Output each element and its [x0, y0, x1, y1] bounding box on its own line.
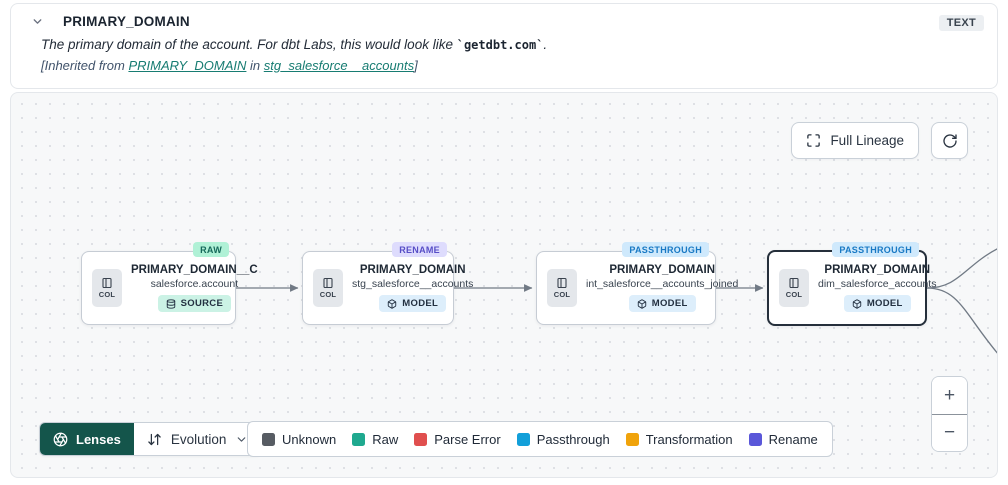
resource-type-badge: SOURCE	[157, 295, 232, 312]
node-body: COL PRIMARY_DOMAIN dim_salesforce_accoun…	[769, 252, 936, 324]
legend-item-parse-error: Parse Error	[414, 431, 501, 447]
inherited-middle: in	[246, 58, 264, 73]
legend-label: Parse Error	[434, 431, 501, 447]
lineage-node-int-salesforce-accounts-joined[interactable]: PASSTHROUGH COL PRIMARY_DOMAIN int_sales…	[536, 242, 738, 325]
evolution-badge-passthrough: PASSTHROUGH	[622, 242, 709, 257]
lineage-node-stg-salesforce-accounts[interactable]: RENAME COL PRIMARY_DOMAIN stg_salesforce…	[302, 242, 473, 325]
column-type-chip: COL	[779, 269, 809, 307]
node-column-name: PRIMARY_DOMAIN	[609, 264, 715, 276]
lineage-canvas[interactable]: Full Lineage RAW COL PRIMARY_DOMAIN__C s…	[10, 92, 998, 478]
lenses-label: Lenses	[76, 431, 121, 447]
node-column-name: PRIMARY_DOMAIN__C	[131, 264, 258, 276]
node-model-name: dim_salesforce_accounts	[818, 278, 937, 290]
legend-swatch	[625, 432, 639, 446]
resource-type-badge: MODEL	[843, 295, 911, 312]
evolution-legend: Unknown Raw Parse Error Passthrough Tran…	[247, 421, 833, 457]
columns-icon	[102, 277, 112, 289]
legend-label: Rename	[768, 431, 818, 447]
legend-swatch	[352, 432, 366, 446]
lenses-button[interactable]: Lenses	[40, 423, 134, 455]
full-lineage-label: Full Lineage	[830, 133, 904, 148]
col-label: COL	[553, 290, 571, 299]
model-cube-icon	[388, 298, 397, 309]
node-model-name: stg_salesforce__accounts	[352, 278, 474, 290]
resource-label: SOURCE	[180, 298, 224, 309]
legend-swatch	[262, 432, 275, 446]
node-column-name: PRIMARY_DOMAIN	[824, 264, 931, 276]
zoom-out-button[interactable]: −	[932, 414, 967, 451]
collapse-chevron-icon[interactable]	[31, 15, 44, 28]
legend-label: Unknown	[282, 431, 337, 447]
legend-swatch	[516, 432, 530, 446]
page-title: PRIMARY_DOMAIN	[63, 14, 190, 29]
panel-header-row: PRIMARY_DOMAIN TEXT	[31, 14, 984, 31]
zoom-in-button[interactable]: +	[932, 377, 967, 414]
inherited-from-line: [Inherited from PRIMARY_DOMAIN in stg_sa…	[41, 58, 981, 73]
inherited-model-link[interactable]: stg_salesforce__accounts	[263, 58, 415, 73]
node-model-name: salesforce.account	[150, 278, 239, 290]
expand-icon	[807, 134, 821, 147]
node-content: PRIMARY_DOMAIN dim_salesforce_accounts M…	[818, 264, 936, 312]
legend-item-transformation: Transformation	[625, 431, 733, 447]
description-text: The primary domain of the account. For d…	[41, 37, 457, 52]
legend-label: Transformation	[645, 431, 733, 447]
legend-item-unknown: Unknown	[262, 432, 336, 447]
evolution-badge-passthrough: PASSTHROUGH	[832, 242, 919, 257]
columns-icon	[557, 277, 567, 289]
chevron-down-icon	[238, 436, 246, 442]
description-code: `getdbt.com`	[456, 38, 544, 52]
lens-selected-label: Evolution	[170, 431, 227, 447]
lenses-control: Lenses Evolution	[39, 422, 263, 456]
legend-swatch	[748, 432, 762, 446]
node-content: PRIMARY_DOMAIN__C salesforce.account SOU…	[131, 264, 258, 312]
node-model-name: int_salesforce__accounts_joined	[586, 278, 739, 290]
description-suffix: .	[543, 37, 548, 52]
legend-label: Passthrough	[536, 431, 610, 447]
resource-label: MODEL	[651, 298, 688, 309]
evolution-arrows-icon	[148, 433, 161, 445]
legend-item-rename: Rename	[748, 431, 818, 447]
inherited-suffix: ]	[414, 58, 418, 73]
resource-type-badge: MODEL	[628, 295, 696, 312]
col-label: COL	[785, 290, 803, 299]
node-body: COL PRIMARY_DOMAIN int_salesforce__accou…	[537, 252, 738, 324]
columns-icon	[323, 277, 333, 289]
lineage-node-salesforce-account[interactable]: RAW COL PRIMARY_DOMAIN__C salesforce.acc…	[81, 242, 258, 325]
column-description: The primary domain of the account. For d…	[41, 37, 981, 52]
model-cube-icon	[852, 298, 862, 309]
legend-swatch	[414, 432, 428, 446]
resource-type-badge: MODEL	[379, 295, 447, 312]
aperture-icon	[53, 432, 68, 446]
resource-label: MODEL	[866, 298, 903, 309]
resource-label: MODEL	[402, 298, 439, 309]
column-type-chip: COL	[92, 269, 122, 307]
node-body: COL PRIMARY_DOMAIN stg_salesforce__accou…	[303, 252, 473, 324]
node-content: PRIMARY_DOMAIN int_salesforce__accounts_…	[586, 264, 738, 312]
column-type-chip: COL	[547, 269, 577, 307]
columns-icon	[789, 277, 799, 289]
col-label: COL	[319, 290, 337, 299]
column-detail-panel: PRIMARY_DOMAIN TEXT The primary domain o…	[10, 3, 998, 89]
evolution-badge-rename: RENAME	[392, 242, 447, 257]
inherited-prefix: [Inherited from	[41, 58, 129, 73]
col-label: COL	[98, 290, 116, 299]
lineage-node-dim-salesforce-accounts[interactable]: PASSTHROUGH COL PRIMARY_DOMAIN dim_sales…	[767, 242, 936, 326]
zoom-controls: + −	[931, 376, 968, 452]
model-cube-icon	[637, 298, 646, 309]
column-type-badge: TEXT	[938, 15, 984, 31]
node-body: COL PRIMARY_DOMAIN__C salesforce.account…	[82, 252, 258, 324]
node-content: PRIMARY_DOMAIN stg_salesforce__accounts …	[352, 264, 473, 312]
inherited-column-link[interactable]: PRIMARY_DOMAIN	[128, 58, 247, 73]
column-type-chip: COL	[313, 269, 343, 307]
evolution-badge-raw: RAW	[193, 242, 229, 257]
legend-item-raw: Raw	[352, 432, 398, 447]
refresh-button[interactable]	[931, 122, 968, 159]
node-column-name: PRIMARY_DOMAIN	[359, 264, 466, 276]
database-icon	[166, 298, 175, 309]
full-lineage-button[interactable]: Full Lineage	[791, 122, 919, 159]
legend-item-passthrough: Passthrough	[516, 431, 610, 447]
lens-dropdown[interactable]: Evolution	[133, 423, 262, 455]
legend-label: Raw	[372, 431, 399, 447]
refresh-icon	[942, 133, 957, 148]
